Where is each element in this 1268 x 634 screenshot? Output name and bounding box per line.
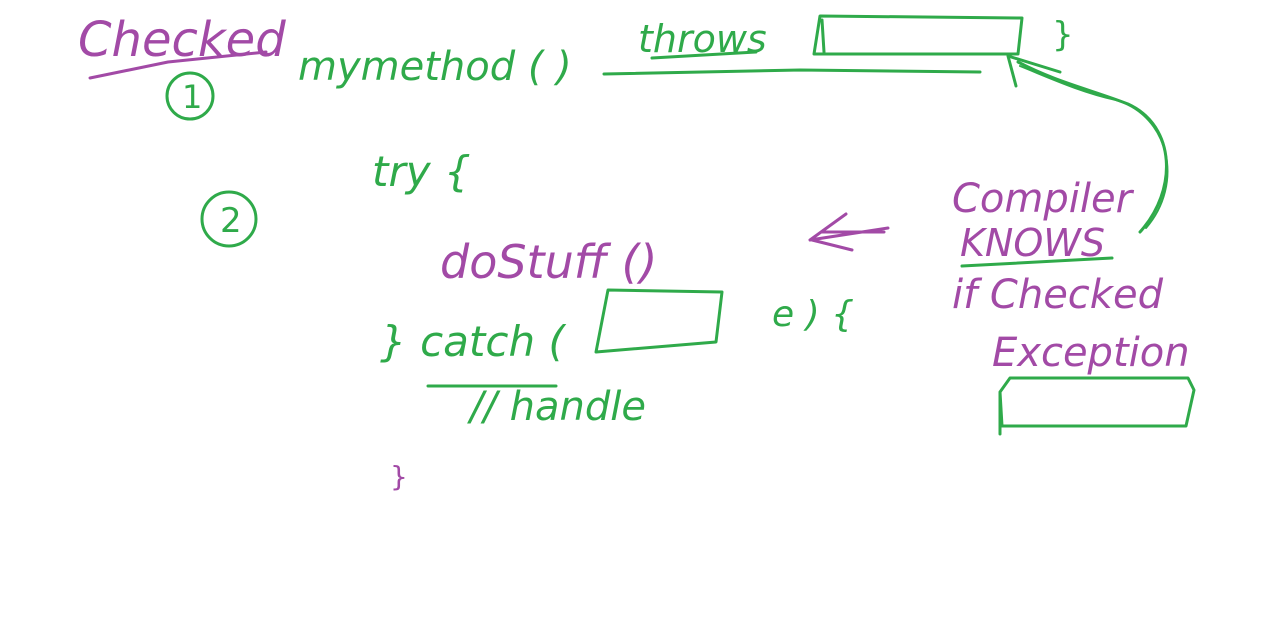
- exception-label: Exception: [992, 330, 1190, 376]
- end-brace: }: [390, 460, 408, 493]
- throws-underline: [650, 50, 758, 60]
- knows-underline: [960, 256, 1114, 268]
- catch-args: e ) {: [772, 294, 854, 335]
- method-signature: mymethod ( ): [298, 44, 572, 90]
- step-1-number: 1: [182, 78, 202, 116]
- catch-clause: } catch (: [380, 317, 566, 366]
- knows-label: KNOWS: [960, 221, 1105, 265]
- curved-arrow-head: [1006, 54, 1062, 88]
- signature-close-brace: }: [1052, 15, 1074, 55]
- catch-blank-box: [594, 288, 724, 354]
- handle-comment: // handle: [467, 384, 646, 430]
- throws-blank-box: [812, 14, 1024, 56]
- arrow-to-call: [808, 212, 890, 252]
- step-2-circle: [200, 190, 258, 248]
- curved-arrow-stroke-2: [1019, 65, 1169, 229]
- signature-underline: [602, 68, 982, 76]
- checked-heading: Checked: [78, 12, 286, 68]
- method-call: doStuff (): [440, 235, 657, 289]
- exception-blank-box: [998, 376, 1196, 436]
- checked-underline: [88, 50, 268, 80]
- try-block: try {: [372, 147, 471, 196]
- compiler-label: Compiler: [952, 176, 1135, 222]
- step-2-number: 2: [220, 201, 242, 241]
- step-1-circle: [165, 71, 215, 121]
- if-checked-label: if Checked: [952, 272, 1164, 318]
